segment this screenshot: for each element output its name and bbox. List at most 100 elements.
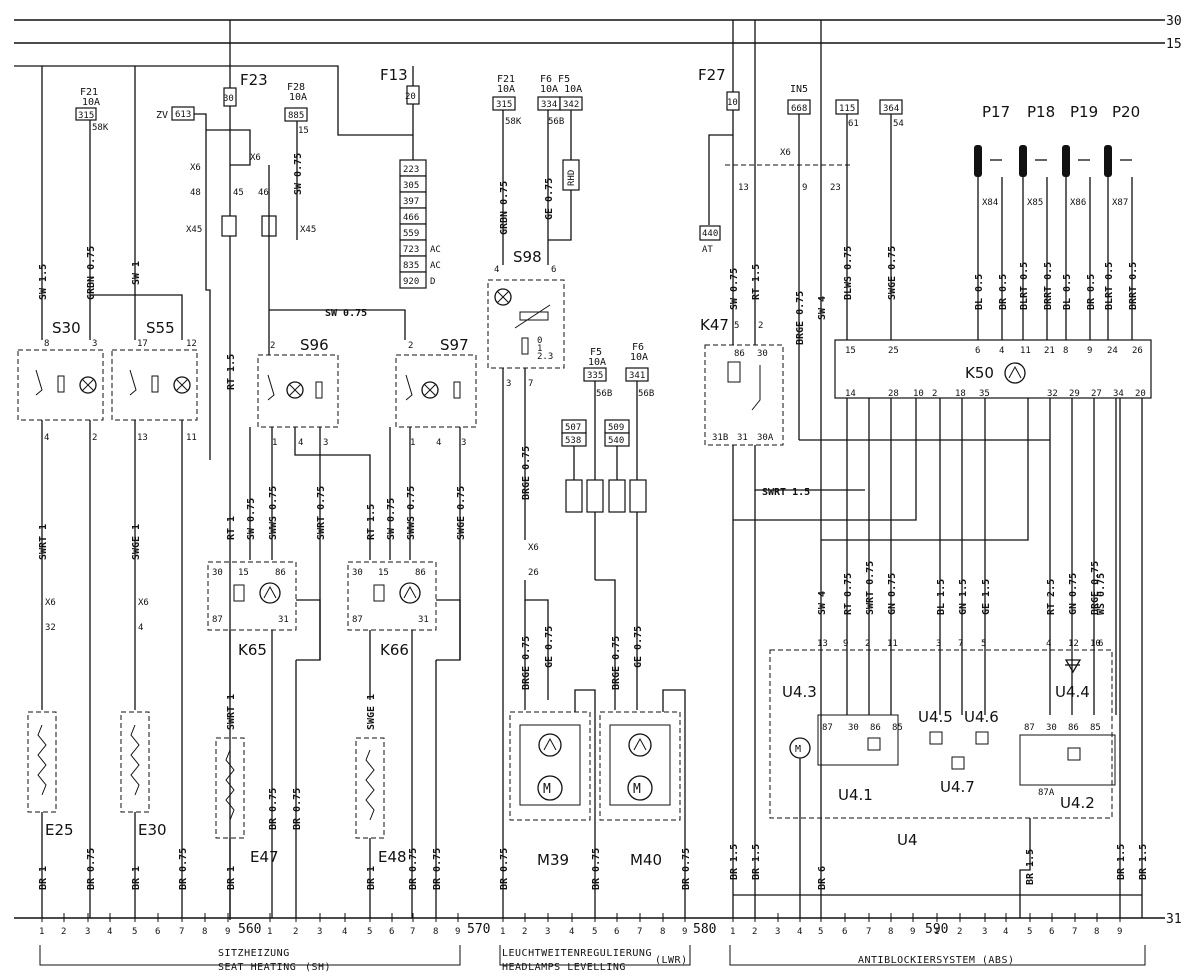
fuse-f21a-sub: 58K	[92, 123, 109, 133]
svg-text:4: 4	[436, 438, 441, 448]
footer-pin: 6	[614, 927, 619, 937]
wire-label: BLRT 0.5	[1019, 262, 1030, 310]
svg-text:31B: 31B	[712, 433, 728, 443]
svg-text:11: 11	[186, 433, 197, 443]
section-590: 590	[925, 922, 948, 937]
k50-pin: 14	[845, 389, 856, 399]
wire-label: GRBN 0.75	[499, 181, 510, 235]
heater-e25: E25	[27, 711, 74, 839]
connector-label: X86	[1070, 198, 1086, 208]
svg-text:86: 86	[1068, 723, 1079, 733]
rail-30-label: 30	[1166, 14, 1182, 29]
footer-pin: 6	[389, 927, 394, 937]
u4-pin: 5	[981, 639, 986, 649]
fuse-f13	[406, 85, 420, 105]
connector-x45: X45	[300, 225, 316, 235]
fuse-f21b-sub: 58K	[505, 117, 522, 127]
svg-text:31: 31	[418, 615, 429, 625]
svg-text:2: 2	[758, 321, 763, 331]
ref-box	[75, 107, 97, 121]
u4-pin: 12	[1068, 639, 1079, 649]
ref-540: 540	[608, 436, 624, 446]
svg-text:86: 86	[415, 568, 426, 578]
fuse-f5-name: F5	[590, 347, 602, 358]
sensor-label: P20	[1112, 103, 1140, 121]
ref-115-sub: 61	[848, 119, 859, 129]
k50-pin: 18	[955, 389, 966, 399]
f13-ref: 835	[403, 261, 419, 271]
ref-509: 509	[608, 423, 624, 433]
wire-label: GE 0.75	[544, 178, 555, 220]
footer-pin: 2	[293, 927, 298, 937]
footer-pin: 4	[797, 927, 802, 937]
connector-x6: X6	[250, 153, 261, 163]
u41-label: U4.1	[838, 786, 873, 804]
fuse-f5-ref: 342	[563, 100, 579, 110]
wire-label: SW 4	[817, 591, 828, 615]
f13-ref-suffix: AC	[430, 245, 441, 255]
fuse-f6f5-rating: 10A 10A	[540, 84, 582, 95]
svg-text:7: 7	[528, 379, 533, 389]
ref-364-sub: 54	[893, 119, 904, 129]
svg-text:30: 30	[848, 723, 859, 733]
svg-text:3: 3	[92, 339, 97, 349]
footer-sh-en: SEAT HEATING	[218, 962, 296, 973]
svg-text:3: 3	[323, 438, 328, 448]
fuse-f21b-ref: 315	[496, 100, 512, 110]
rail-15-label: 15	[1166, 37, 1182, 52]
wire-label: BR 1	[131, 866, 142, 890]
fuse-f6f5-sub: 56B	[548, 117, 564, 127]
wire-label: RT 1.5	[366, 504, 377, 540]
wire-label: SWRT 0.75	[865, 561, 876, 615]
ref-507: 507	[565, 423, 581, 433]
svg-text:M: M	[633, 782, 641, 797]
fuse-f27-rating: 10	[727, 98, 738, 108]
wire-label: SW 0.75	[246, 498, 257, 540]
u4-pin: 7	[958, 639, 963, 649]
wire-label: SW 0.75	[325, 308, 367, 319]
footer-pin: 1	[267, 927, 272, 937]
k50-pin: 27	[1091, 389, 1102, 399]
footer-pin: 2	[61, 927, 66, 937]
svg-text:17: 17	[137, 339, 148, 349]
sensor-element	[1062, 145, 1070, 177]
fuse-f5-sub: 56B	[596, 389, 612, 399]
wire-label: BR 0.5	[1086, 274, 1097, 310]
fuse-f27	[726, 91, 740, 111]
e25-label: E25	[45, 821, 74, 839]
svg-text:2.3: 2.3	[537, 352, 553, 362]
fuse-f6-sub: 56B	[638, 389, 654, 399]
section-570: 570	[467, 922, 490, 937]
fuse-f21b-name: F21	[497, 74, 515, 85]
svg-text:85: 85	[1090, 723, 1101, 733]
footer-pin: 1	[730, 927, 735, 937]
fuse-f28-sub: 15	[298, 126, 309, 136]
footer-pin: 4	[107, 927, 112, 937]
wire-label: SW 0.75	[729, 268, 740, 310]
f13-ref: 723	[403, 245, 419, 255]
svg-text:15: 15	[378, 568, 389, 578]
wire-label: SWRT 0.75	[316, 486, 327, 540]
connector-label: X84	[982, 198, 998, 208]
wire-label: RT 2.5	[1046, 579, 1057, 615]
fuse-f21a-name: F21	[80, 87, 98, 98]
ref-zv: ZV	[156, 110, 168, 121]
wire-label: GRBN 0.75	[86, 246, 97, 300]
svg-text:9: 9	[802, 183, 807, 193]
k50-pin: 6	[975, 346, 980, 356]
f13-ref: 466	[403, 213, 419, 223]
f13-ref: 223	[403, 165, 419, 175]
k50-pin: 35	[979, 389, 990, 399]
wire-label: GN 1.5	[958, 579, 969, 615]
fuse-f6-ref: 341	[629, 371, 645, 381]
k50-pin: 34	[1113, 389, 1124, 399]
wire-label: BR 0.75	[499, 848, 510, 890]
wire-label: RT 0.75	[843, 573, 854, 615]
svg-text:2: 2	[408, 341, 413, 351]
k50-pin: 15	[845, 346, 856, 356]
wire-label: BR 0.75	[591, 848, 602, 890]
